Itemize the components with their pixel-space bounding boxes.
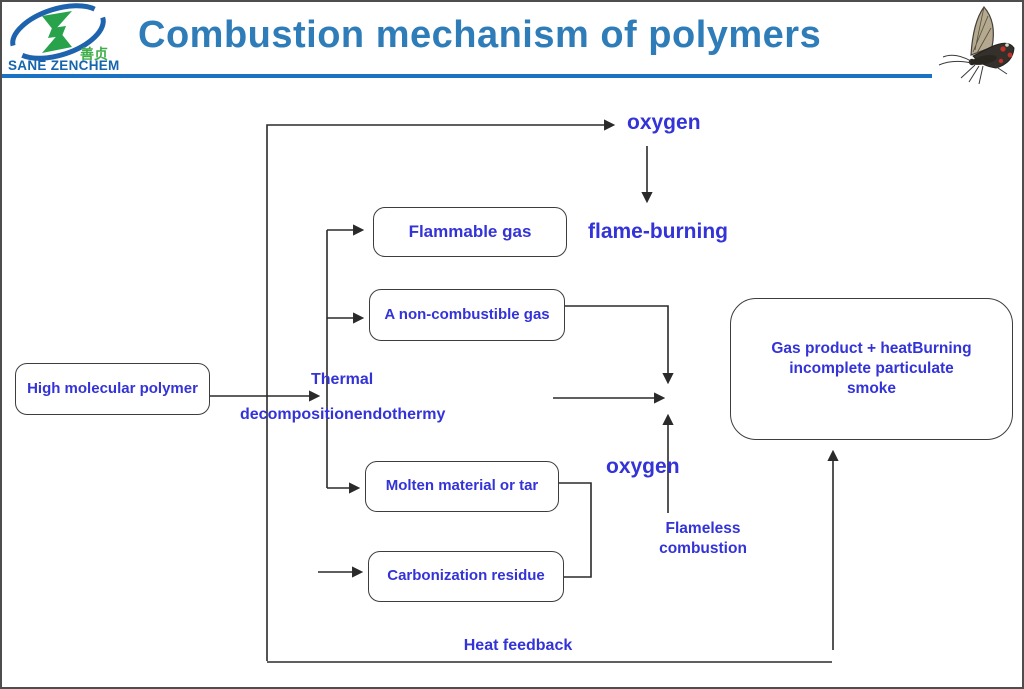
node-label: Molten material or tar xyxy=(385,477,539,495)
node-label: Flammable gas xyxy=(408,222,532,242)
label-oxygen-mid: oxygen xyxy=(606,455,680,478)
label-flameless-line2: combustion xyxy=(659,540,747,557)
butterfly-image xyxy=(938,6,1015,85)
logo-text: SANE ZENCHEM xyxy=(8,58,120,73)
label-flame-burning: flame-burning xyxy=(588,220,728,243)
node-label: High molecular polymer xyxy=(27,379,198,397)
node-label-line2: incomplete particulate xyxy=(789,360,954,377)
label-decomposition: decompositionendothermy xyxy=(240,406,446,423)
label-oxygen-top: oxygen xyxy=(627,111,701,134)
node-gas-product: Gas product + heatBurning incomplete par… xyxy=(730,298,1013,440)
page-title: Combustion mechanism of polymers xyxy=(138,14,822,56)
node-flammable-gas: Flammable gas xyxy=(373,207,567,257)
label-heat-feedback: Heat feedback xyxy=(463,637,573,654)
label-flameless-line1: Flameless xyxy=(665,520,741,537)
company-logo-icon: 善贞 xyxy=(10,3,108,63)
connector-loop-to-oxygen xyxy=(266,119,616,661)
label-flameless-combustion: Flameless combustion xyxy=(641,519,765,559)
connector-noncombustible-down xyxy=(563,305,674,385)
node-carbonization-residue: Carbonization residue xyxy=(368,551,564,602)
node-noncombustible-gas: A non-combustible gas xyxy=(369,289,565,341)
header-rule xyxy=(2,74,932,78)
node-molten-material: Molten material or tar xyxy=(365,461,559,512)
connector-bracket xyxy=(557,482,592,578)
node-label: Carbonization residue xyxy=(387,567,545,585)
svg-text:善贞: 善贞 xyxy=(80,46,108,63)
node-label-line3: smoke xyxy=(846,380,897,397)
node-high-molecular-polymer: High molecular polymer xyxy=(15,363,210,415)
node-label-line1: Gas product + heatBurning xyxy=(771,340,972,357)
node-label: A non-combustible gas xyxy=(384,305,550,323)
label-thermal: Thermal xyxy=(311,371,374,388)
